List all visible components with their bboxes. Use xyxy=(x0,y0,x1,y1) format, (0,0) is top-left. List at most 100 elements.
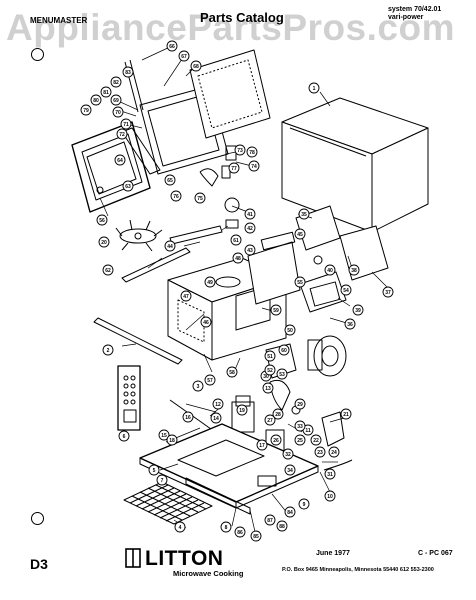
callout-number: 49 xyxy=(207,280,213,286)
callout-circle xyxy=(226,366,238,378)
callout-number: 24 xyxy=(331,450,337,456)
callout-26: 26 xyxy=(270,434,282,446)
control-panel xyxy=(117,365,141,431)
callout-circle xyxy=(210,412,222,424)
callout-circle xyxy=(166,40,178,52)
callout-55: 55 xyxy=(294,276,306,288)
callout-number: 57 xyxy=(207,378,213,384)
callout-circle xyxy=(294,228,306,240)
callout-29: 29 xyxy=(294,398,306,410)
callout-circle xyxy=(204,276,216,288)
callout-number: 2 xyxy=(107,348,110,354)
callout-number: 73 xyxy=(237,148,243,154)
callout-11: 11 xyxy=(302,424,314,436)
callout-circle xyxy=(264,514,276,526)
callout-74: 74 xyxy=(248,160,260,172)
callout-number: 16 xyxy=(185,415,191,421)
logo-subtitle: Microwave Cooking xyxy=(173,569,244,578)
callout-circle xyxy=(284,324,296,336)
callout-number: 48 xyxy=(235,256,241,262)
callout-circle xyxy=(314,446,326,458)
callout-58: 58 xyxy=(226,366,238,378)
callout-number: 47 xyxy=(183,294,189,300)
callout-number: 69 xyxy=(113,98,119,104)
callout-number: 40 xyxy=(327,268,333,274)
catalog-date: June 1977 xyxy=(316,550,350,557)
callout-65: 65 xyxy=(164,174,176,186)
callout-number: 18 xyxy=(169,438,175,444)
callout-56: 56 xyxy=(96,214,108,226)
callout-circle xyxy=(324,490,336,502)
callout-circle xyxy=(244,244,256,256)
callout-51: 51 xyxy=(264,350,276,362)
callout-2: 2 xyxy=(102,344,114,356)
callout-circle xyxy=(340,284,352,296)
callout-circle xyxy=(234,526,246,538)
callout-34: 34 xyxy=(284,464,296,476)
callout-circle xyxy=(116,128,128,140)
callout-circle xyxy=(194,192,206,204)
callout-71: 71 xyxy=(120,118,132,130)
page-title: Parts Catalog xyxy=(200,10,284,25)
company-address: P.O. Box 9465 Minneapolis, Minnesota 554… xyxy=(282,567,434,573)
callout-number: 81 xyxy=(103,90,109,96)
callout-number: 83 xyxy=(125,70,131,76)
callout-number: 6 xyxy=(123,434,126,440)
callout-circle xyxy=(200,316,212,328)
callout-circle xyxy=(118,430,130,442)
callout-circle xyxy=(294,276,306,288)
brand-name: MENUMASTER xyxy=(30,16,88,25)
callout-59: 59 xyxy=(270,304,282,316)
callout-number: 71 xyxy=(123,122,129,128)
callout-circle xyxy=(166,434,178,446)
callout-70: 70 xyxy=(112,106,124,118)
callout-circle xyxy=(270,304,282,316)
callout-number: 82 xyxy=(113,80,119,86)
callout-number: 66 xyxy=(169,44,175,50)
callout-number: 87 xyxy=(267,518,273,524)
callout-circle xyxy=(220,521,232,533)
callout-86: 86 xyxy=(234,526,246,538)
catalog-code: C - PC 067 xyxy=(418,550,453,557)
callout-64: 64 xyxy=(114,154,126,166)
callout-number: 7 xyxy=(161,478,164,484)
callout-circle xyxy=(112,106,124,118)
callout-number: 31 xyxy=(327,472,333,478)
callout-87: 87 xyxy=(264,514,276,526)
callout-46: 46 xyxy=(200,316,212,328)
callout-88: 88 xyxy=(276,520,288,532)
callout-number: 52 xyxy=(267,368,273,374)
callout-49: 49 xyxy=(204,276,216,288)
callout-circle xyxy=(244,208,256,220)
callout-36: 36 xyxy=(344,318,356,330)
callout-number: 61 xyxy=(233,238,239,244)
callout-number: 29 xyxy=(297,402,303,408)
callout-circle xyxy=(298,498,310,510)
callout-circle xyxy=(328,446,340,458)
callout-82: 82 xyxy=(110,76,122,88)
callout-circle xyxy=(246,146,258,158)
callout-circle xyxy=(120,118,132,130)
callout-number: 65 xyxy=(167,178,173,184)
callout-number: 11 xyxy=(305,428,311,434)
callout-circle xyxy=(164,174,176,186)
callout-circle xyxy=(308,82,320,94)
callout-circle xyxy=(264,414,276,426)
callout-circle xyxy=(310,434,322,446)
callout-number: 41 xyxy=(247,212,253,218)
callout-circle xyxy=(344,318,356,330)
callout-number: 15 xyxy=(161,433,167,439)
callout-54: 54 xyxy=(340,284,352,296)
callout-number: 39 xyxy=(355,308,361,314)
callout-number: 25 xyxy=(297,438,303,444)
callout-number: 74 xyxy=(251,164,257,170)
callout-42: 42 xyxy=(244,222,256,234)
callout-circle xyxy=(324,264,336,276)
callout-number: 59 xyxy=(273,308,279,314)
callout-circle xyxy=(234,144,246,156)
base-plate xyxy=(139,423,353,515)
callout-28: 28 xyxy=(272,408,284,420)
